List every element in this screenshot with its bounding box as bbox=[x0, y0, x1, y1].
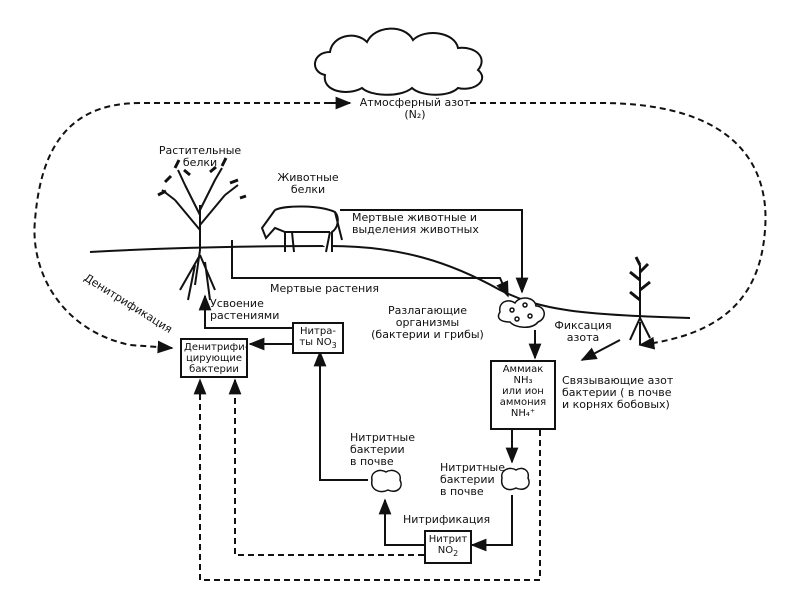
nitrification-label: Нитрификация bbox=[403, 513, 491, 526]
atmosphere-return-path bbox=[470, 102, 767, 350]
nitrite-dashed-loop bbox=[228, 378, 424, 556]
fixation-to-ammonia-arrow bbox=[580, 339, 621, 361]
dead-plants-label: Мертвые растения bbox=[270, 282, 379, 295]
cloud-icon bbox=[314, 27, 484, 96]
dead-plants-arrow bbox=[231, 240, 509, 298]
nitrate-bacteria-label: Нитритные бактерии в почве bbox=[350, 431, 416, 468]
nitrate-bacteria-icon bbox=[371, 469, 402, 493]
denitrifying-bacteria-box: Денитрифи- цирующие бактерии bbox=[180, 338, 248, 378]
decomposers-label: Разлагающие организмы(бактерии и грибы) bbox=[371, 304, 484, 341]
binding-bacteria-label: Связывающие азот бактерии ( в почве и ко… bbox=[562, 374, 674, 411]
nitrate-box: Нитра- ты NO3 bbox=[292, 322, 344, 354]
nitrite-bacteria-icon bbox=[500, 467, 530, 491]
bacteria-to-nitrite-arrow bbox=[470, 495, 513, 552]
dead-animals-arrow bbox=[340, 209, 529, 294]
ammonia-box: Аммиак NH₃ или ион аммония NH₄⁺ bbox=[490, 360, 556, 430]
nitrate-to-uptake-arrow bbox=[198, 294, 292, 329]
ammonia-dashed-loop bbox=[193, 378, 541, 581]
nitrite-to-nitrate-bacteria-arrow bbox=[378, 498, 424, 546]
ground-line bbox=[89, 244, 691, 319]
bush-icon bbox=[157, 157, 247, 301]
nitrite-bacteria-label: Нитритные бактерии в почве bbox=[440, 461, 506, 498]
horse-icon bbox=[260, 205, 343, 253]
atmosphere-cycle-path bbox=[33, 102, 340, 354]
decomposer-organisms-icon bbox=[497, 297, 545, 328]
atmosphere-label: Атмосферный азот(N₂) bbox=[359, 96, 471, 121]
nitrate-bacteria-to-nitrate-arrow bbox=[313, 350, 368, 481]
nitrite-box: Нитрит NO2 bbox=[424, 530, 472, 564]
legume-plant-icon bbox=[629, 256, 651, 345]
